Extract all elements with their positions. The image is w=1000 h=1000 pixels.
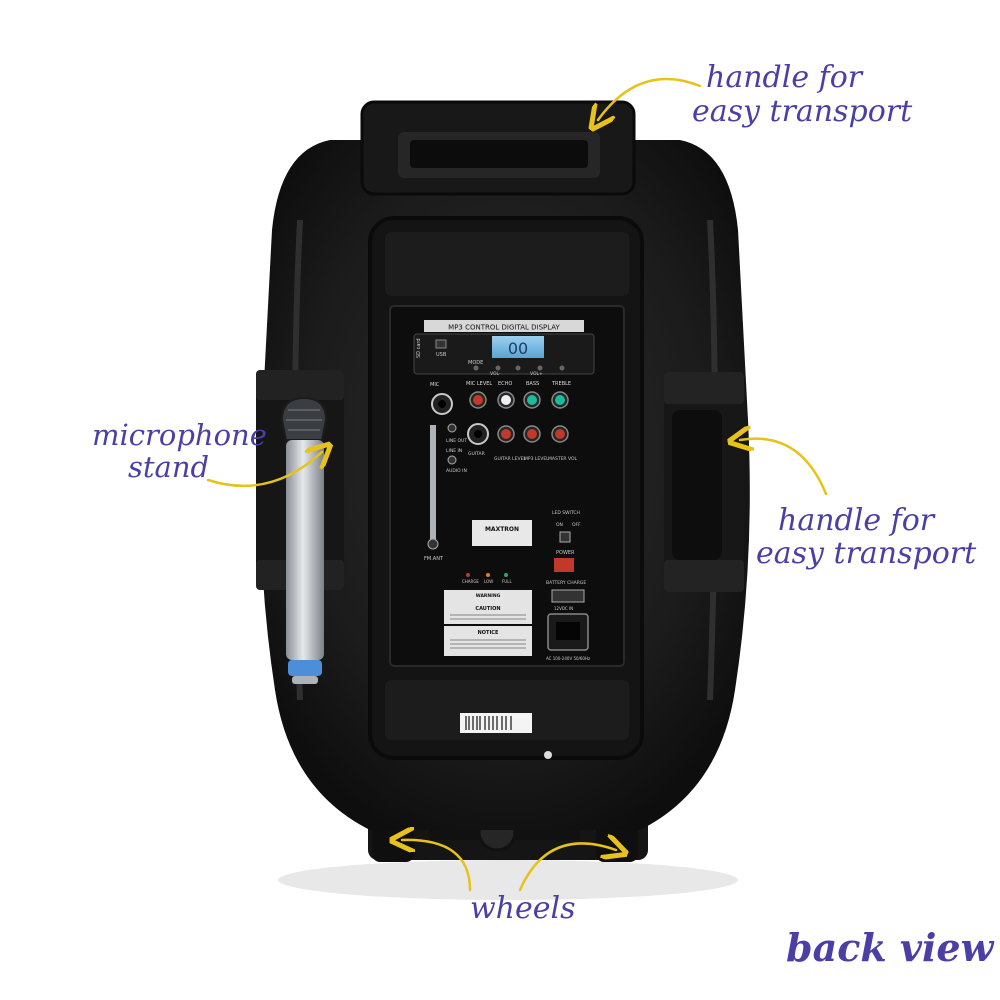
- master-vol-label: MASTER VOL: [548, 456, 578, 462]
- notice-label: [444, 626, 532, 656]
- led-on-label: ON: [556, 522, 563, 528]
- mic-level-knob[interactable]: [469, 391, 487, 409]
- control-panel: MP3 CONTROL DIGITAL DISPLAY SD card USB …: [389, 305, 625, 667]
- vol-minus-label: VOL-: [490, 371, 501, 377]
- barcode-label: [460, 713, 532, 733]
- right-side-handle: [664, 372, 744, 592]
- full-label: FULL: [502, 579, 512, 584]
- mic-label: MIC: [430, 382, 440, 388]
- mic-level-label: MIC LEVEL: [466, 381, 492, 387]
- charge-label: CHARGE: [462, 579, 479, 584]
- prev-button[interactable]: [495, 365, 501, 371]
- line-out-label: LINE OUT: [446, 438, 467, 444]
- charge-led: [466, 573, 470, 577]
- mp3-level-label: MP3 LEVEL: [524, 456, 549, 462]
- master-vol-knob[interactable]: [551, 425, 569, 443]
- vol-plus-label: VOL+: [530, 371, 543, 377]
- side-handle-arrow: [740, 439, 828, 496]
- display-header: MP3 CONTROL DIGITAL DISPLAY: [448, 324, 560, 332]
- wireless-microphone: [280, 396, 328, 684]
- screw: [544, 751, 552, 759]
- treble-knob[interactable]: [551, 391, 569, 409]
- caution-title: CAUTION: [475, 606, 500, 612]
- eq-button[interactable]: [559, 365, 565, 371]
- brand-name: MAXTRON: [485, 526, 519, 533]
- floor-shadow: [278, 860, 738, 900]
- power-switch[interactable]: [554, 558, 574, 572]
- mic-arrow: [206, 452, 322, 488]
- side-handle-annotation-line1: handle for: [778, 503, 935, 538]
- led-switch-label: LED SWITCH: [552, 510, 580, 516]
- mode-button[interactable]: [473, 365, 479, 371]
- audio-in-label: AUDIO IN: [446, 468, 467, 474]
- guitar-level-knob[interactable]: [497, 425, 515, 443]
- notice-title: NOTICE: [478, 630, 499, 636]
- guitar-label: GUITAR: [468, 451, 485, 457]
- treble-label: TREBLE: [551, 381, 571, 387]
- full-led: [504, 573, 508, 577]
- usb-port[interactable]: [435, 339, 447, 349]
- top-handle-annotation-line2: easy transport: [692, 94, 913, 129]
- play-button[interactable]: [515, 365, 521, 371]
- led-off-label: OFF: [572, 522, 581, 528]
- led-switch[interactable]: [559, 531, 571, 543]
- fm-ant-label: FM.ANT: [424, 556, 444, 562]
- power-label: POWER: [556, 550, 575, 556]
- next-button[interactable]: [537, 365, 543, 371]
- lcd-readout: 00: [508, 339, 528, 358]
- top-handle-annotation-line1: handle for: [706, 60, 863, 95]
- mode-label: MODE: [468, 360, 483, 366]
- ac-label: AC 100-240V 50/60Hz: [546, 656, 590, 661]
- annotation-arrows: [206, 77, 828, 892]
- brand-plate: [472, 520, 532, 546]
- side-handle-annotation-line2: easy transport: [756, 536, 977, 571]
- line-in-label: LINE IN: [446, 448, 462, 454]
- dc-terminal[interactable]: [551, 589, 585, 603]
- bass-label: BASS: [526, 381, 539, 387]
- battery-charge-label: BATTERY CHARGE: [546, 580, 586, 586]
- echo-label: ECHO: [498, 381, 512, 387]
- sd-card-label: SD card: [416, 338, 422, 358]
- left-wheel-arrow: [402, 840, 472, 892]
- fm-antenna[interactable]: [430, 425, 436, 540]
- dc-label: 12VDC IN: [554, 606, 573, 611]
- echo-knob[interactable]: [497, 391, 515, 409]
- line-out-jack[interactable]: [447, 423, 457, 433]
- mp3-level-knob[interactable]: [523, 425, 541, 443]
- microphone-annotation-line2: stand: [128, 450, 210, 484]
- right-wheel-arrow: [518, 843, 616, 892]
- line-in-jack[interactable]: [447, 455, 457, 465]
- low-led: [486, 573, 490, 577]
- bass-knob[interactable]: [523, 391, 541, 409]
- warning-label: [444, 590, 532, 624]
- lcd-display: [492, 336, 544, 358]
- guitar-level-label: GUITAR LEVEL: [494, 456, 526, 462]
- wheels-annotation: wheels: [470, 891, 576, 926]
- low-label: LOW: [484, 579, 493, 584]
- microphone-annotation-line1: microphone: [92, 418, 267, 452]
- usb-label: USB: [436, 352, 447, 358]
- back-view-caption: back view: [786, 925, 994, 970]
- top-handle-arrow: [598, 77, 702, 120]
- warning-title: WARNING: [476, 593, 501, 599]
- top-handle: [360, 100, 636, 196]
